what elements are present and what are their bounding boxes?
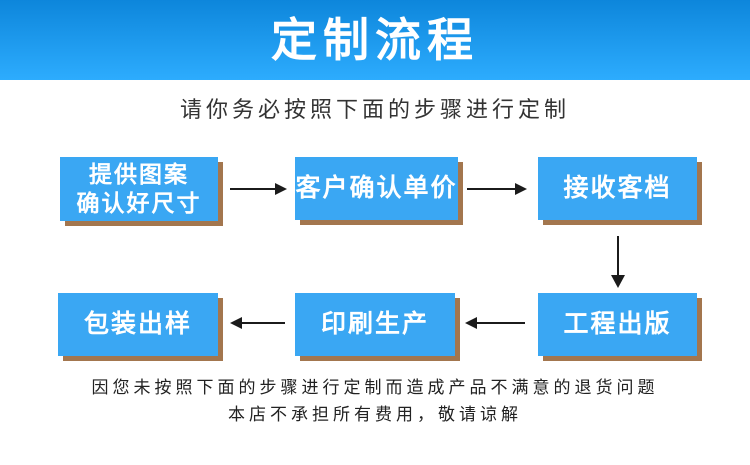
- arrow-shaft: [617, 236, 619, 275]
- disclaimer: 因您未按照下面的步骤进行定制而造成产品不满意的退货问题 本店不承担所有费用，敬请…: [0, 378, 750, 432]
- arrow-shaft: [467, 188, 515, 190]
- arrow-down-icon: [611, 236, 625, 288]
- flow-step-label: 包装出样: [83, 310, 192, 338]
- flow-step-receive-file: 接收客档: [538, 157, 697, 220]
- flow-step-label: 提供图案: [89, 161, 189, 187]
- header-banner: 定制流程: [0, 0, 750, 80]
- flow-step-confirm-price: 客户确认单价: [295, 157, 458, 220]
- arrow-left-icon: [230, 316, 285, 330]
- arrow-head: [515, 183, 527, 195]
- disclaimer-line-1: 因您未按照下面的步骤进行定制而造成产品不满意的退货问题: [91, 378, 659, 397]
- arrow-shaft: [230, 188, 275, 190]
- arrow-head: [230, 317, 242, 329]
- disclaimer-line-2: 本店不承担所有费用，敬请谅解: [228, 404, 522, 424]
- arrow-head: [611, 275, 625, 288]
- flow-step-provide-artwork: 提供图案 确认好尺寸: [60, 157, 218, 221]
- arrow-right-icon: [230, 182, 287, 196]
- arrow-left-icon: [465, 316, 525, 330]
- flow-step-label: 印刷生产: [320, 310, 429, 338]
- arrow-head: [465, 317, 477, 329]
- flow-step-label: 客户确认单价: [295, 174, 458, 202]
- flow-step-print-production: 印刷生产: [295, 293, 455, 356]
- arrow-shaft: [477, 322, 525, 324]
- page-title: 定制流程: [271, 14, 479, 66]
- arrow-shaft: [242, 322, 285, 324]
- flow-step-label: 确认好尺寸: [76, 190, 202, 216]
- flow-step-label: 工程出版: [563, 310, 672, 338]
- flow-step-packaging-sample: 包装出样: [58, 293, 218, 356]
- flow-step-label: 接收客档: [563, 174, 672, 202]
- arrow-head: [275, 183, 287, 195]
- instruction-subtitle: 请你务必按照下面的步骤进行定制: [179, 97, 570, 122]
- arrow-right-icon: [467, 182, 527, 196]
- flow-step-engineering-output: 工程出版: [538, 293, 697, 356]
